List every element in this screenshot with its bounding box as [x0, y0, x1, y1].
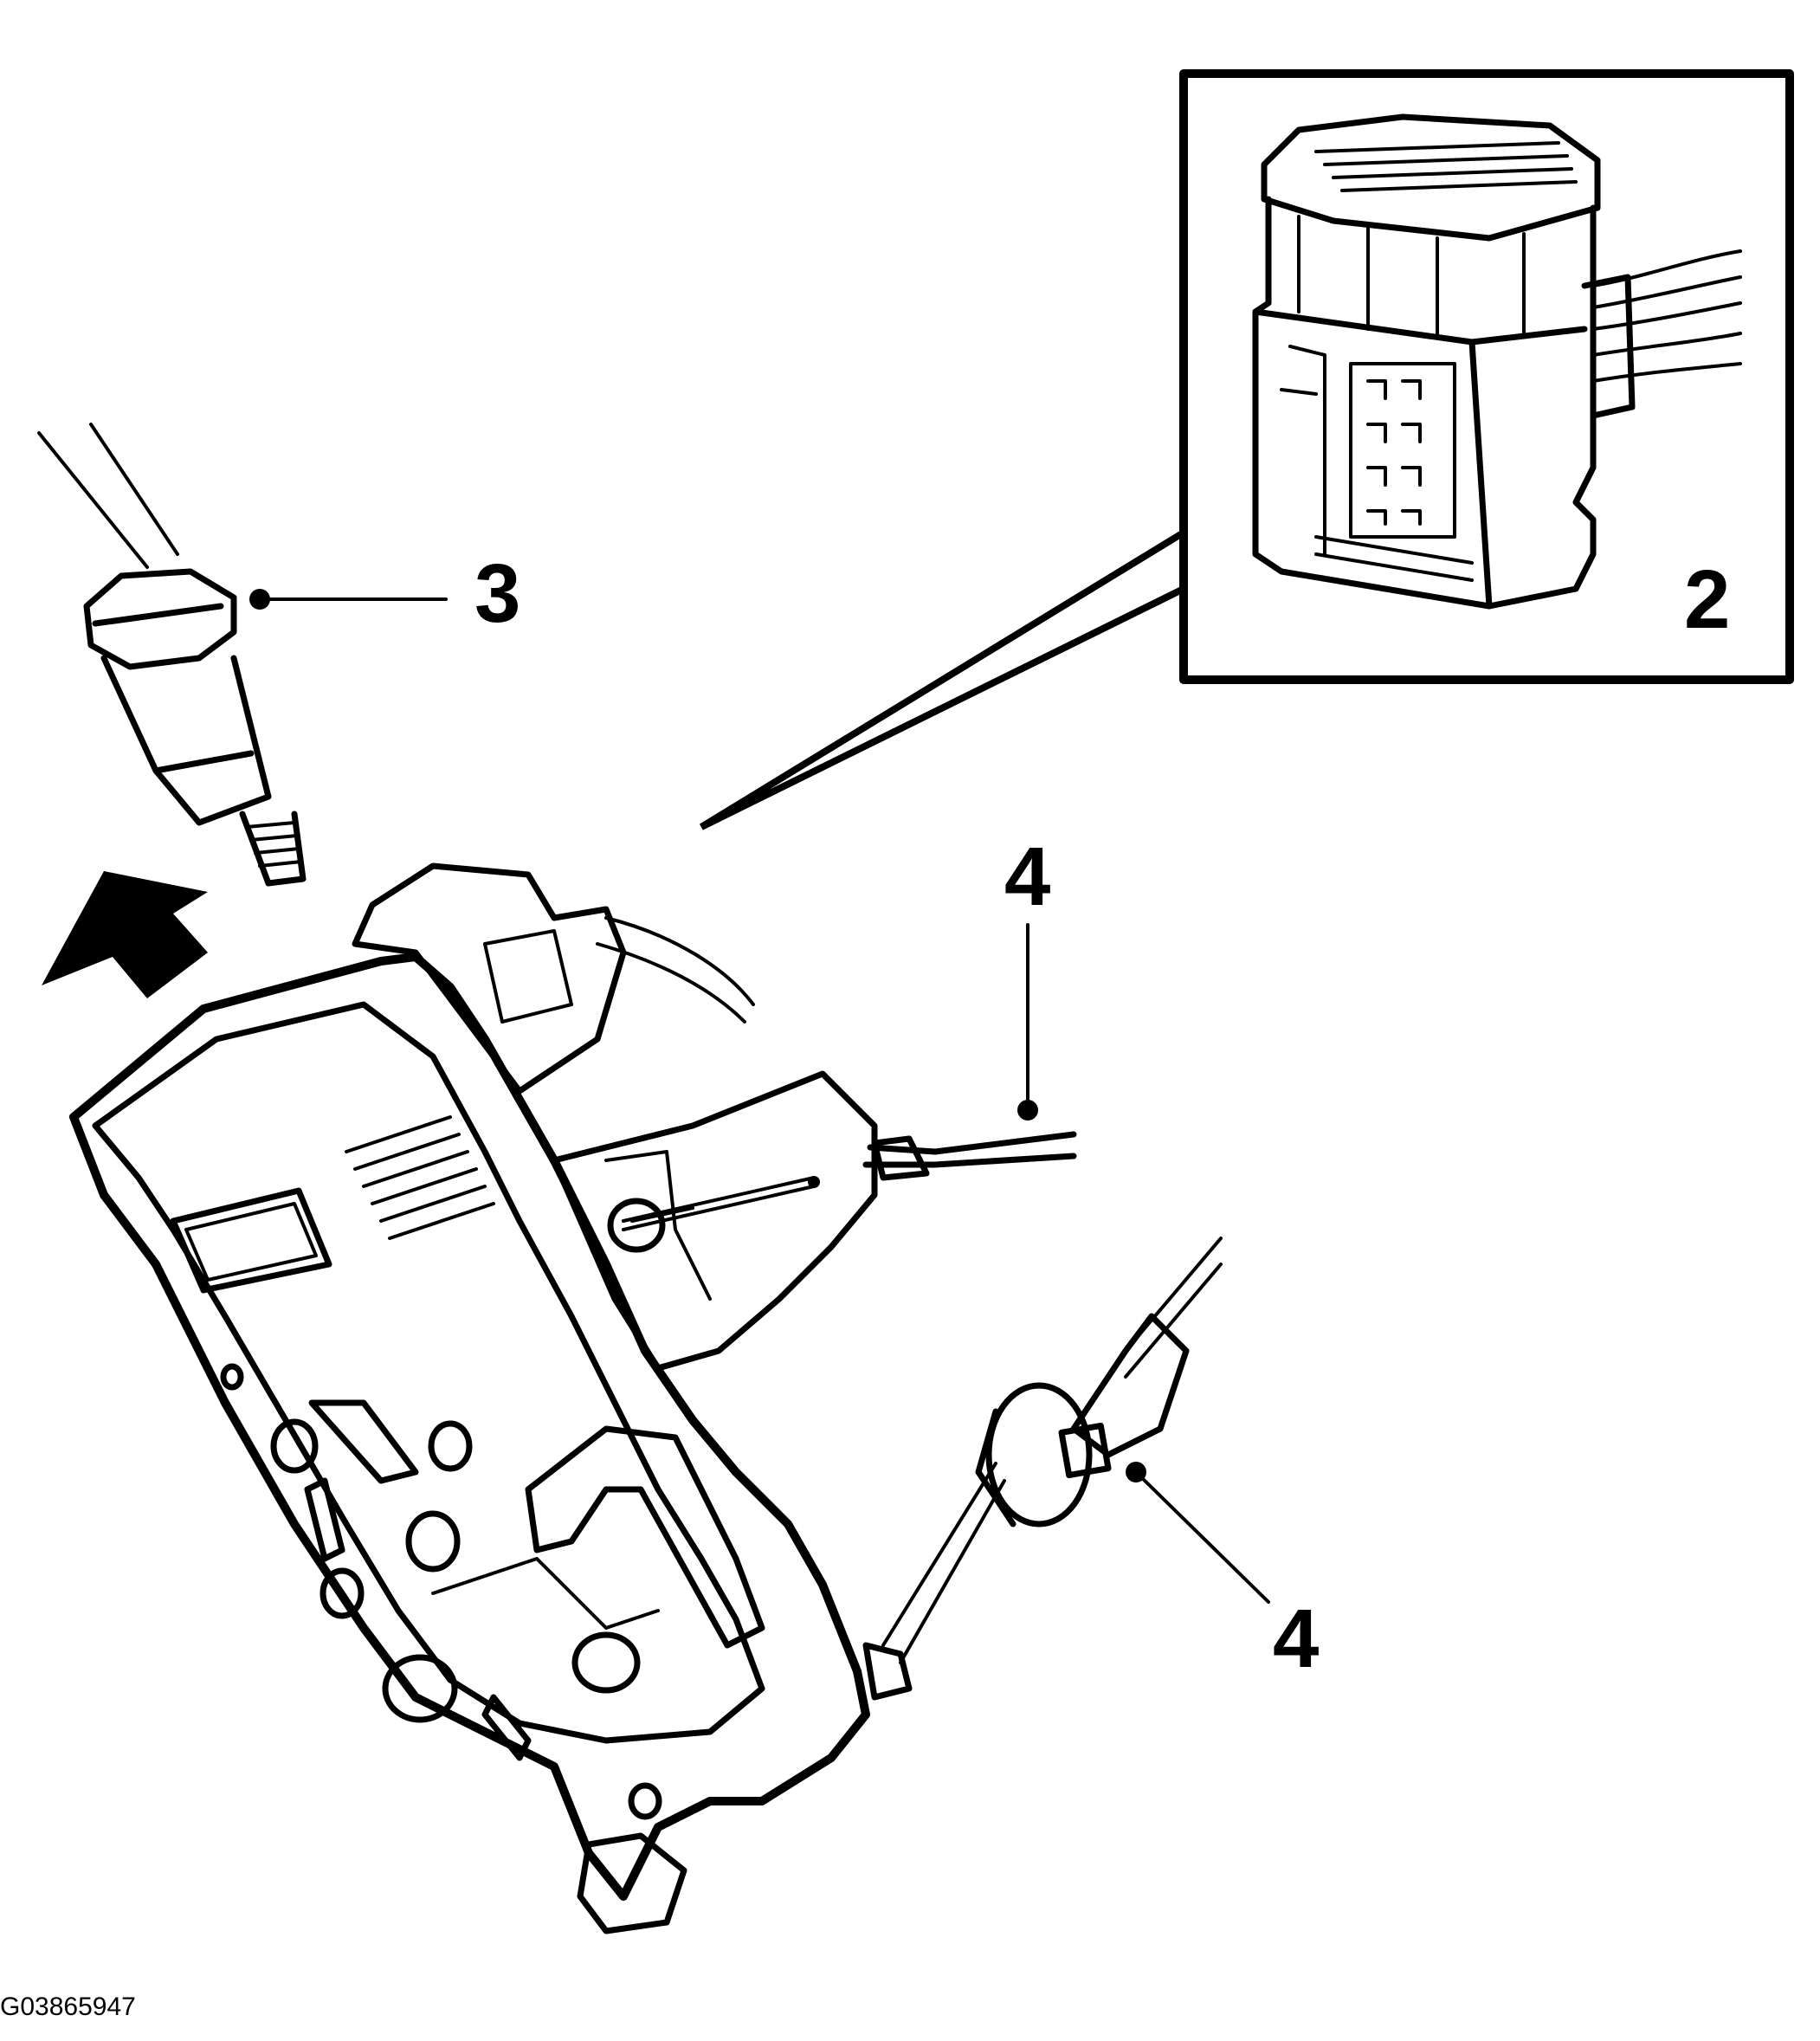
callout-leader-4-lower: [1126, 1462, 1270, 1604]
operating-cable-lower: [862, 1237, 1223, 1701]
callout-leader-4-upper: [1017, 923, 1038, 1121]
inset-leader-wedge: [699, 529, 1186, 830]
door-lock-module: [69, 862, 878, 1934]
callout-label-4-lower: 4: [1273, 1592, 1320, 1685]
callout-label-2: 2: [1684, 553, 1731, 646]
connector-wires: [1581, 249, 1742, 419]
lock-cylinder-rod: [37, 423, 307, 887]
figure-id: G03865947: [0, 1993, 136, 2021]
connector-detail-inset: [699, 69, 1794, 830]
inset-frame: [1179, 69, 1794, 684]
arrow-up-left-icon: [42, 871, 208, 998]
connector-pin-grid: [1349, 362, 1456, 539]
callout-leader-3: [249, 589, 448, 610]
callout-label-3: 3: [474, 547, 521, 640]
callout-label-4-upper: 4: [1004, 830, 1051, 923]
electrical-connector: [1252, 113, 1742, 610]
operating-cable-upper: [607, 1131, 1077, 1253]
